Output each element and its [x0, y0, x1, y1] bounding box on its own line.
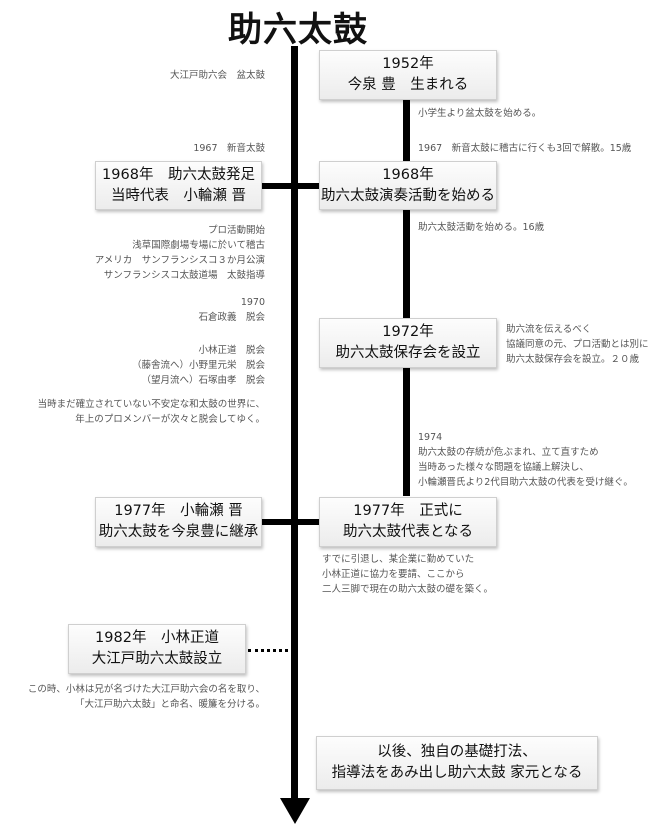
note-1977-right: すでに引退し、某企業に勤めていた 小林正道に協力を要請、ここから 二人三脚で現在…	[322, 554, 494, 595]
branch-1982-dotted	[248, 649, 288, 652]
note-1967-left: 1967 新音太鼓	[193, 143, 265, 154]
event-text: 助六太鼓を今泉豊に継承	[98, 524, 259, 540]
timeline-arrowhead-icon	[280, 798, 310, 824]
event-year: 1952年	[382, 56, 434, 72]
event-text: 助六太鼓保存会を設立	[335, 345, 481, 361]
branch-1977-right	[298, 519, 319, 525]
event-year: 1968年 助六太鼓発足	[102, 167, 255, 183]
event-text: 今泉 豊 生まれる	[347, 77, 469, 93]
event-box-1972: 1972年 助六太鼓保存会を設立	[319, 318, 497, 368]
event-year: 1977年 小輪瀬 晋	[114, 503, 243, 519]
connector-1968-1972	[403, 207, 410, 319]
note-ooedo-bon: 大江戸助六会 盆太鼓	[169, 70, 265, 81]
note-1970: 1970 石倉政義 脱会	[198, 297, 265, 323]
connector-1972-1977	[403, 366, 410, 496]
event-year: 1972年	[382, 324, 434, 340]
event-box-1977-representative: 1977年 正式に 助六太鼓代表となる	[319, 497, 497, 547]
note-members-leave: 小林正道 脱会 （藤舎流へ）小野里元栄 脱会 （望月流へ）石塚由孝 脱会	[131, 345, 265, 386]
event-text: 助六太鼓代表となる	[342, 524, 474, 540]
note-1972-right: 助六流を伝えるべく 協議同意の元、プロ活動とは別に 助六太鼓保存会を設立。２０歳	[506, 324, 649, 365]
event-text: 以後、独自の基礎打法、	[377, 744, 537, 760]
event-text: 助六太鼓演奏活動を始める	[321, 188, 495, 204]
note-start-16: 助六太鼓活動を始める。16歳	[418, 222, 545, 233]
note-unstable-world: 当時まだ確立されていない不安定な和太鼓の世界に、 年上のプロメンバーが次々と脱会…	[37, 399, 265, 425]
note-1974: 1974 助六太鼓の存続が危ぶまれ、立て直すため 当時あった様々な問題を協議上解…	[418, 432, 633, 488]
event-year: 1982年 小林正道	[95, 630, 219, 646]
event-box-1952: 1952年 今泉 豊 生まれる	[319, 50, 497, 100]
note-pro-activity: プロ活動開始 浅草国際劇場专場に於いて稽古 アメリカ サンフランシスコ３か月公演…	[94, 225, 265, 281]
page-title: 助六太鼓	[228, 10, 368, 50]
branch-1968-left	[261, 183, 291, 189]
timeline-axis	[291, 46, 298, 802]
event-text: 当時代表 小輪瀬 晋	[110, 188, 247, 204]
event-year: 1977年 正式に	[353, 503, 463, 519]
event-box-final: 以後、独自の基礎打法、 指導法をあみ出し助六太鼓 家元となる	[316, 736, 598, 790]
event-box-1977-succession: 1977年 小輪瀬 晋 助六太鼓を今泉豊に継承	[95, 497, 262, 547]
event-year: 1968年	[382, 167, 434, 183]
event-box-1968-founding: 1968年 助六太鼓発足 当時代表 小輪瀬 晋	[95, 161, 262, 210]
connector-1952-1968	[403, 100, 410, 162]
event-text: 指導法をあみ出し助六太鼓 家元となる	[331, 765, 583, 781]
note-1967-right: 1967 新音太鼓に稽古に行くも3回で解散。15歳	[418, 143, 632, 154]
event-text: 大江戸助六太鼓設立	[91, 651, 223, 667]
branch-1977-left	[261, 519, 291, 525]
event-box-1968-activity: 1968年 助六太鼓演奏活動を始める	[319, 161, 497, 210]
event-box-1982: 1982年 小林正道 大江戸助六太鼓設立	[68, 624, 246, 674]
branch-1968-right	[298, 183, 319, 189]
note-elementary: 小学生より盆太鼓を始める。	[418, 108, 542, 119]
note-1982: この時、小林は兄が名づけた大江戸助六会の名を取り、 「大江戸助六太鼓」と命名、暖…	[27, 684, 265, 710]
